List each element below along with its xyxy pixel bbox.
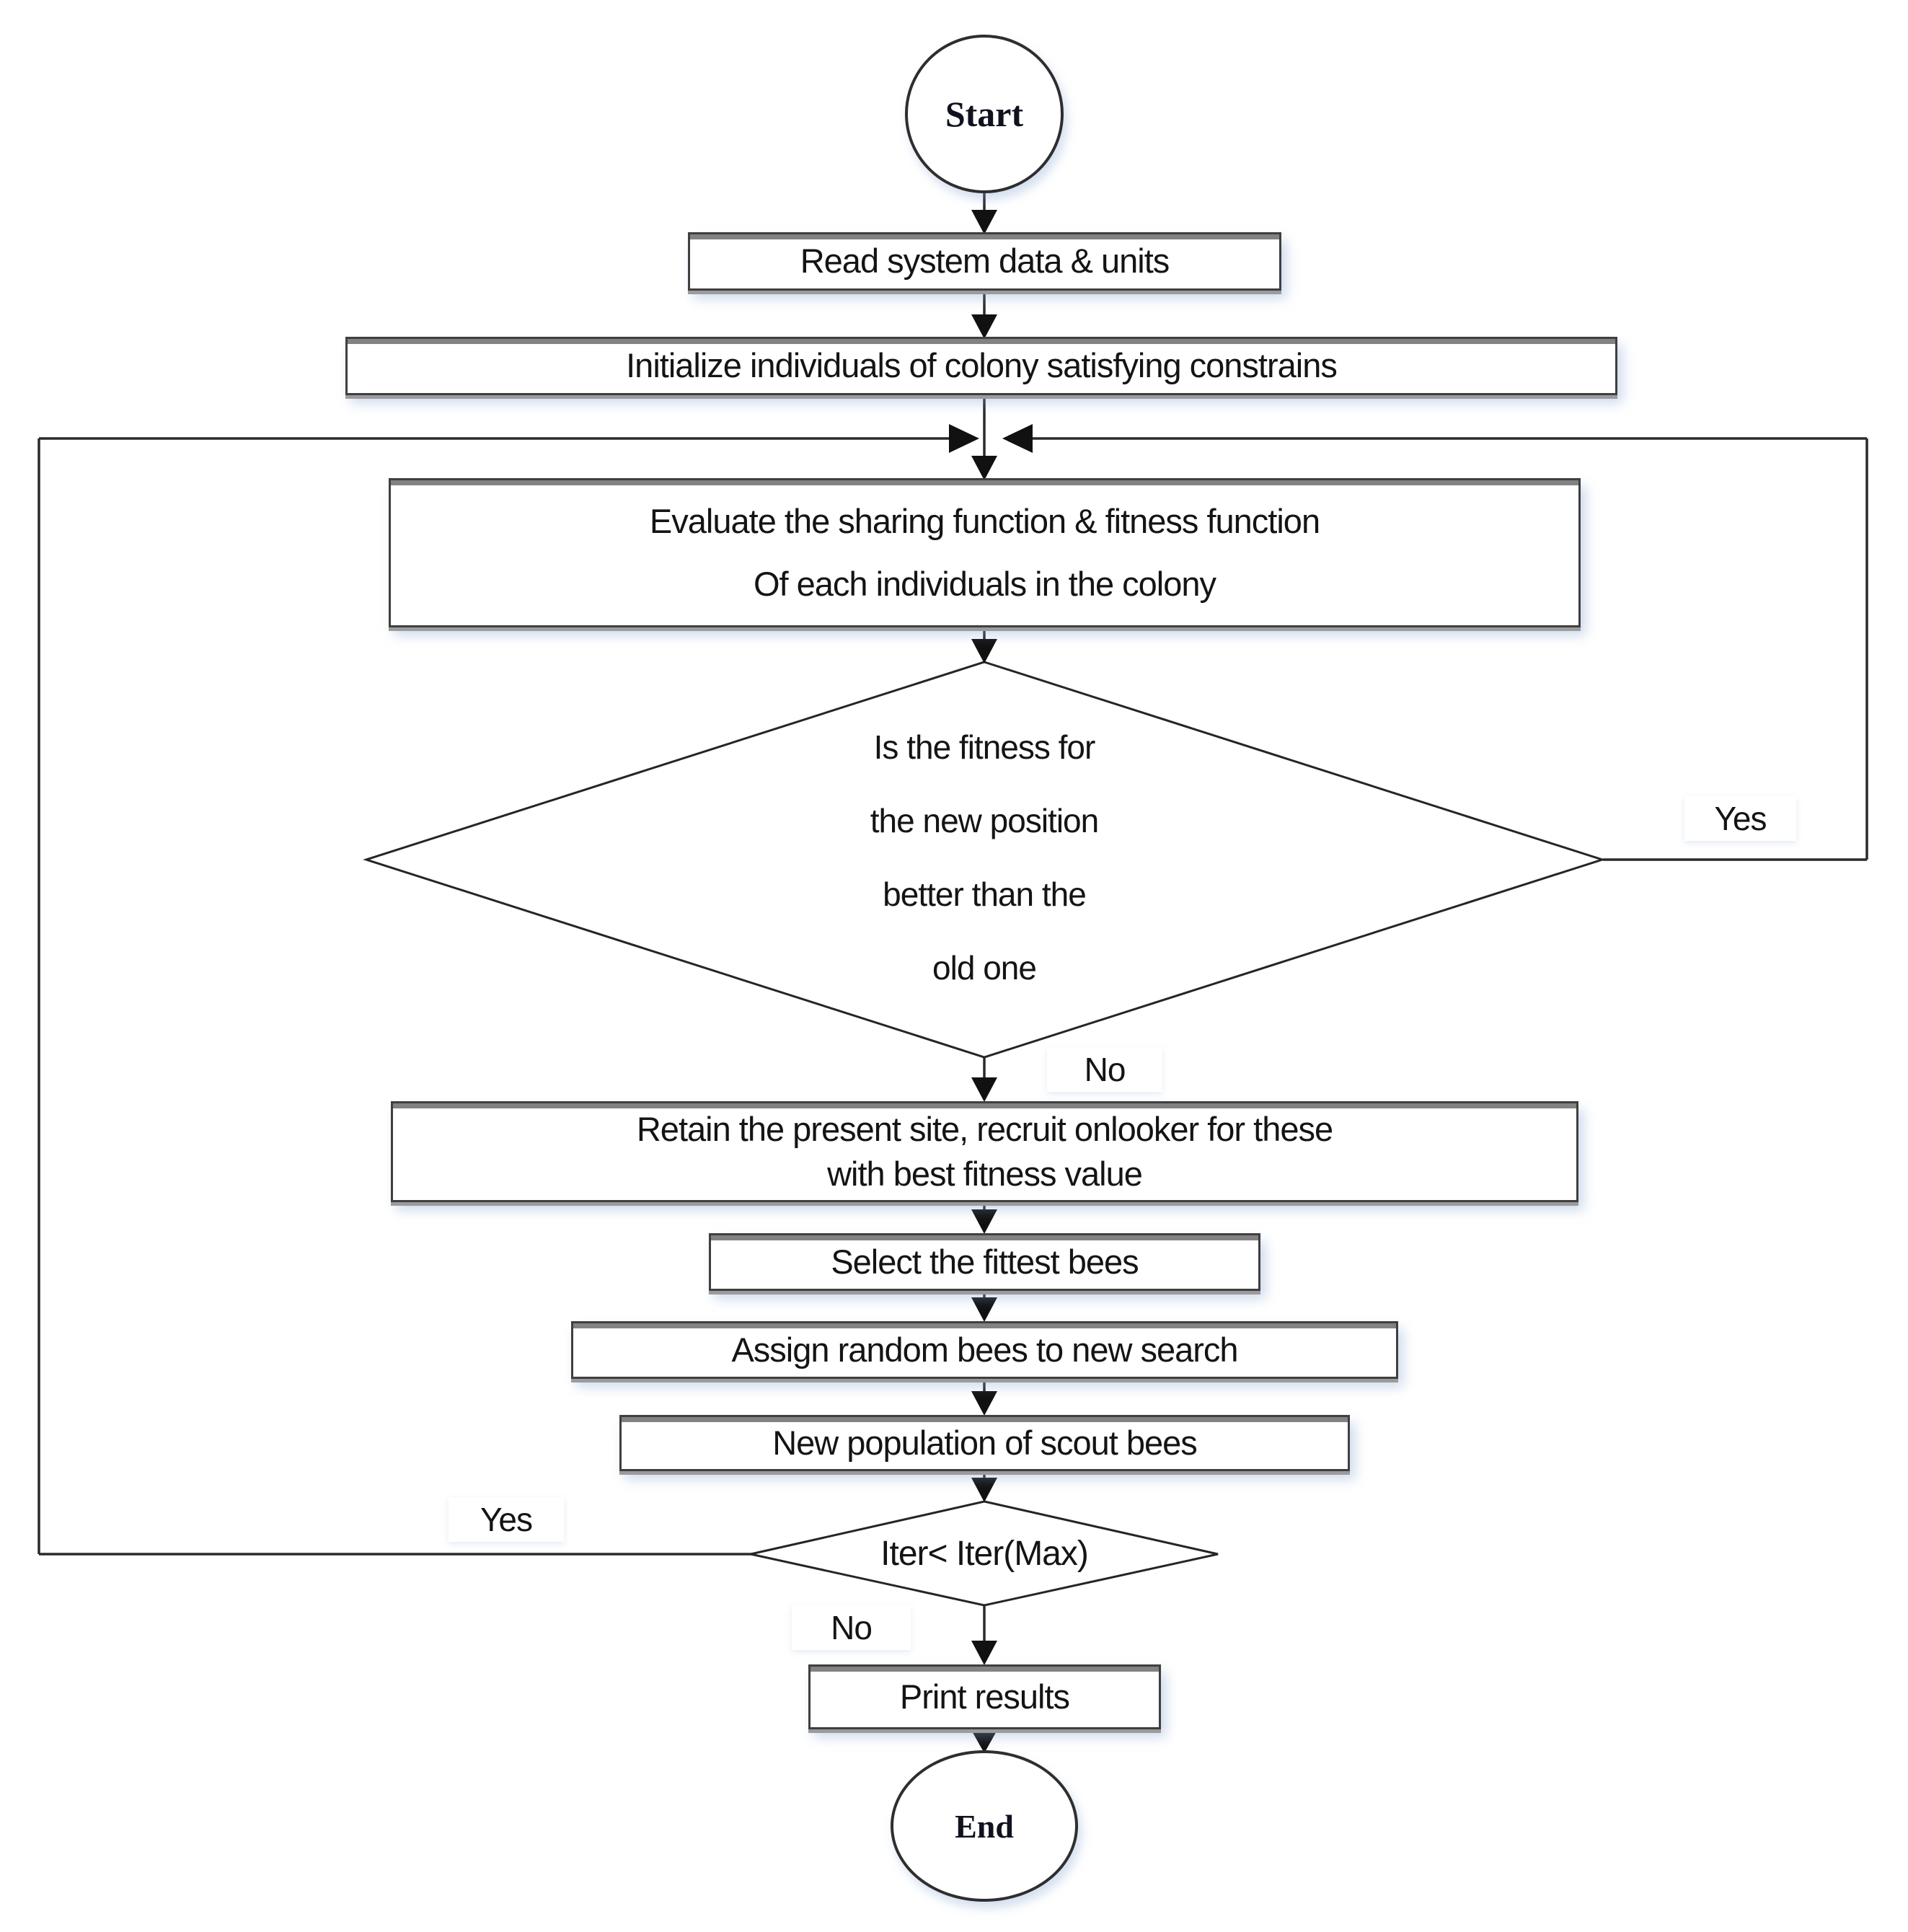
evaluate-functions-line1: Evaluate the sharing function & fitness …: [649, 501, 1320, 540]
evaluate-functions-line2: Of each individuals in the colony: [753, 565, 1216, 604]
print-results-label: Print results: [899, 1677, 1070, 1716]
fitness-no-label: No: [1047, 1047, 1162, 1092]
fitness-decision-line2: the new position: [870, 802, 1099, 839]
arrowhead-select-assign: [971, 1297, 997, 1322]
evaluate-functions-box: Evaluate the sharing function & fitness …: [389, 478, 1581, 627]
assign-random-bees-box: Assign random bees to new search: [571, 1321, 1398, 1379]
iteration-no-label: No: [792, 1605, 911, 1650]
arrowhead-right-loop-junction: [1002, 424, 1033, 453]
iteration-yes-label: Yes: [449, 1497, 564, 1542]
arrowhead-newpop-iteration: [971, 1478, 997, 1502]
iteration-decision-label: Iter< Iter(Max): [880, 1535, 1089, 1573]
retain-site-line1: Retain the present site, recruit onlooke…: [636, 1109, 1333, 1148]
read-system-data-box: Read system data & units: [688, 232, 1281, 291]
arrowhead-initialize-evaluate: [971, 456, 997, 480]
fitness-decision-line3: better than the: [883, 875, 1087, 913]
arrowhead-fitness-retain: [971, 1077, 997, 1102]
start-terminal: Start: [905, 35, 1064, 193]
new-population-label: New population of scout bees: [772, 1423, 1198, 1462]
iteration-decision-diamond: [750, 1500, 1219, 1607]
print-results-box: Print results: [808, 1664, 1161, 1729]
retain-site-line2: with best fitness value: [827, 1155, 1143, 1193]
fitness-decision-line1: Is the fitness for: [873, 728, 1096, 766]
end-label: End: [955, 1807, 1014, 1845]
arrowhead-assign-newpop: [971, 1391, 997, 1416]
fitness-yes-label: Yes: [1684, 796, 1796, 841]
start-label: Start: [945, 94, 1024, 134]
arrowhead-evaluate-fitness: [971, 639, 997, 663]
fitness-decision-diamond: [363, 661, 1606, 1059]
arrowhead-read-initialize: [971, 314, 997, 339]
arrowhead-print-end: [971, 1730, 997, 1753]
assign-random-bees-label: Assign random bees to new search: [731, 1330, 1238, 1369]
select-fittest-label: Select the fittest bees: [831, 1242, 1139, 1281]
select-fittest-box: Select the fittest bees: [709, 1233, 1260, 1291]
fitness-decision-line4: old one: [932, 949, 1037, 987]
read-system-data-label: Read system data & units: [800, 242, 1170, 281]
initialize-colony-label: Initialize individuals of colony satisfy…: [626, 346, 1338, 385]
retain-site-box: Retain the present site, recruit onlooke…: [391, 1101, 1578, 1202]
end-terminal: End: [891, 1750, 1078, 1902]
arrowhead-retain-select: [971, 1209, 997, 1234]
initialize-colony-box: Initialize individuals of colony satisfy…: [345, 337, 1617, 395]
arrowhead-iteration-print: [971, 1641, 997, 1665]
new-population-box: New population of scout bees: [619, 1415, 1350, 1471]
arrowhead-left-loop-junction: [949, 424, 979, 453]
arrowhead-start-read: [971, 210, 997, 234]
